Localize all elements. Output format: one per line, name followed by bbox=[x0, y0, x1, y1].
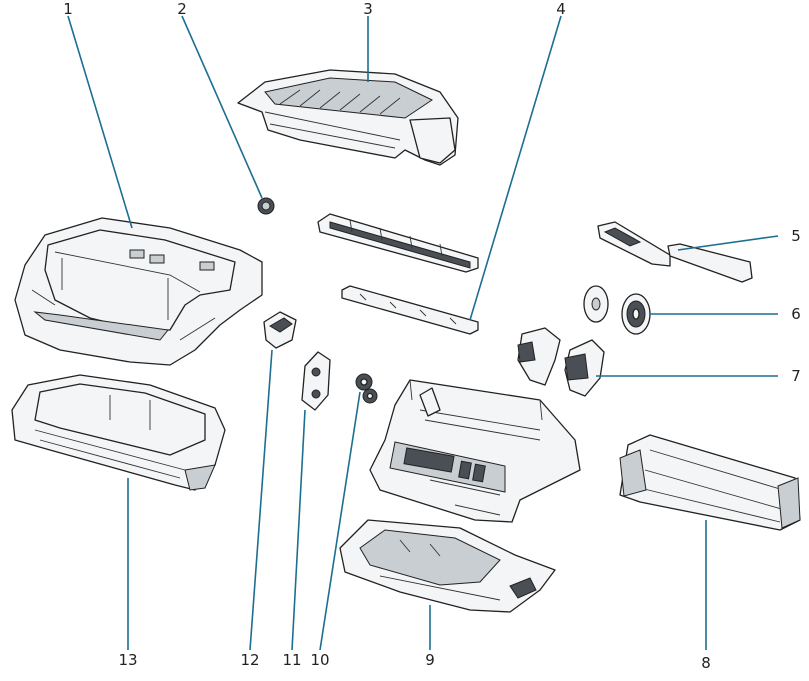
leader-2 bbox=[181, 15, 263, 199]
leader-lines bbox=[67, 15, 779, 651]
part-12-button bbox=[263, 311, 297, 349]
callout-11: 11 bbox=[282, 651, 302, 669]
part-13-tray bbox=[11, 374, 226, 491]
leader-10 bbox=[319, 391, 361, 651]
callout-9: 9 bbox=[425, 651, 435, 669]
callout-5: 5 bbox=[791, 227, 801, 245]
leader-5 bbox=[677, 235, 779, 251]
part-10-gears bbox=[355, 373, 378, 404]
part-7-latches bbox=[517, 327, 605, 397]
part-5-clips bbox=[597, 221, 753, 283]
part-4-roller-assembly bbox=[317, 213, 479, 335]
part-2-gear bbox=[257, 197, 275, 215]
part-8-frame bbox=[619, 434, 801, 531]
callout-6: 6 bbox=[791, 305, 801, 323]
leader-12 bbox=[249, 349, 273, 651]
callout-12: 12 bbox=[240, 651, 260, 669]
callout-2: 2 bbox=[177, 0, 187, 18]
callout-1: 1 bbox=[63, 0, 73, 18]
leader-11 bbox=[291, 409, 306, 651]
leader-4 bbox=[469, 15, 562, 321]
part-9-base bbox=[339, 519, 556, 613]
part-1-housing bbox=[14, 217, 263, 366]
part-11-bracket bbox=[301, 351, 331, 411]
callout-8: 8 bbox=[701, 654, 711, 672]
callout-10: 10 bbox=[310, 651, 330, 669]
callout-13: 13 bbox=[118, 651, 138, 669]
callout-7: 7 bbox=[791, 367, 801, 385]
part-3-top-cover bbox=[237, 69, 459, 166]
leader-1 bbox=[67, 15, 133, 229]
callout-3: 3 bbox=[363, 0, 373, 18]
part-6-discs bbox=[583, 285, 651, 335]
callout-4: 4 bbox=[556, 0, 566, 18]
main-chassis bbox=[369, 379, 581, 523]
